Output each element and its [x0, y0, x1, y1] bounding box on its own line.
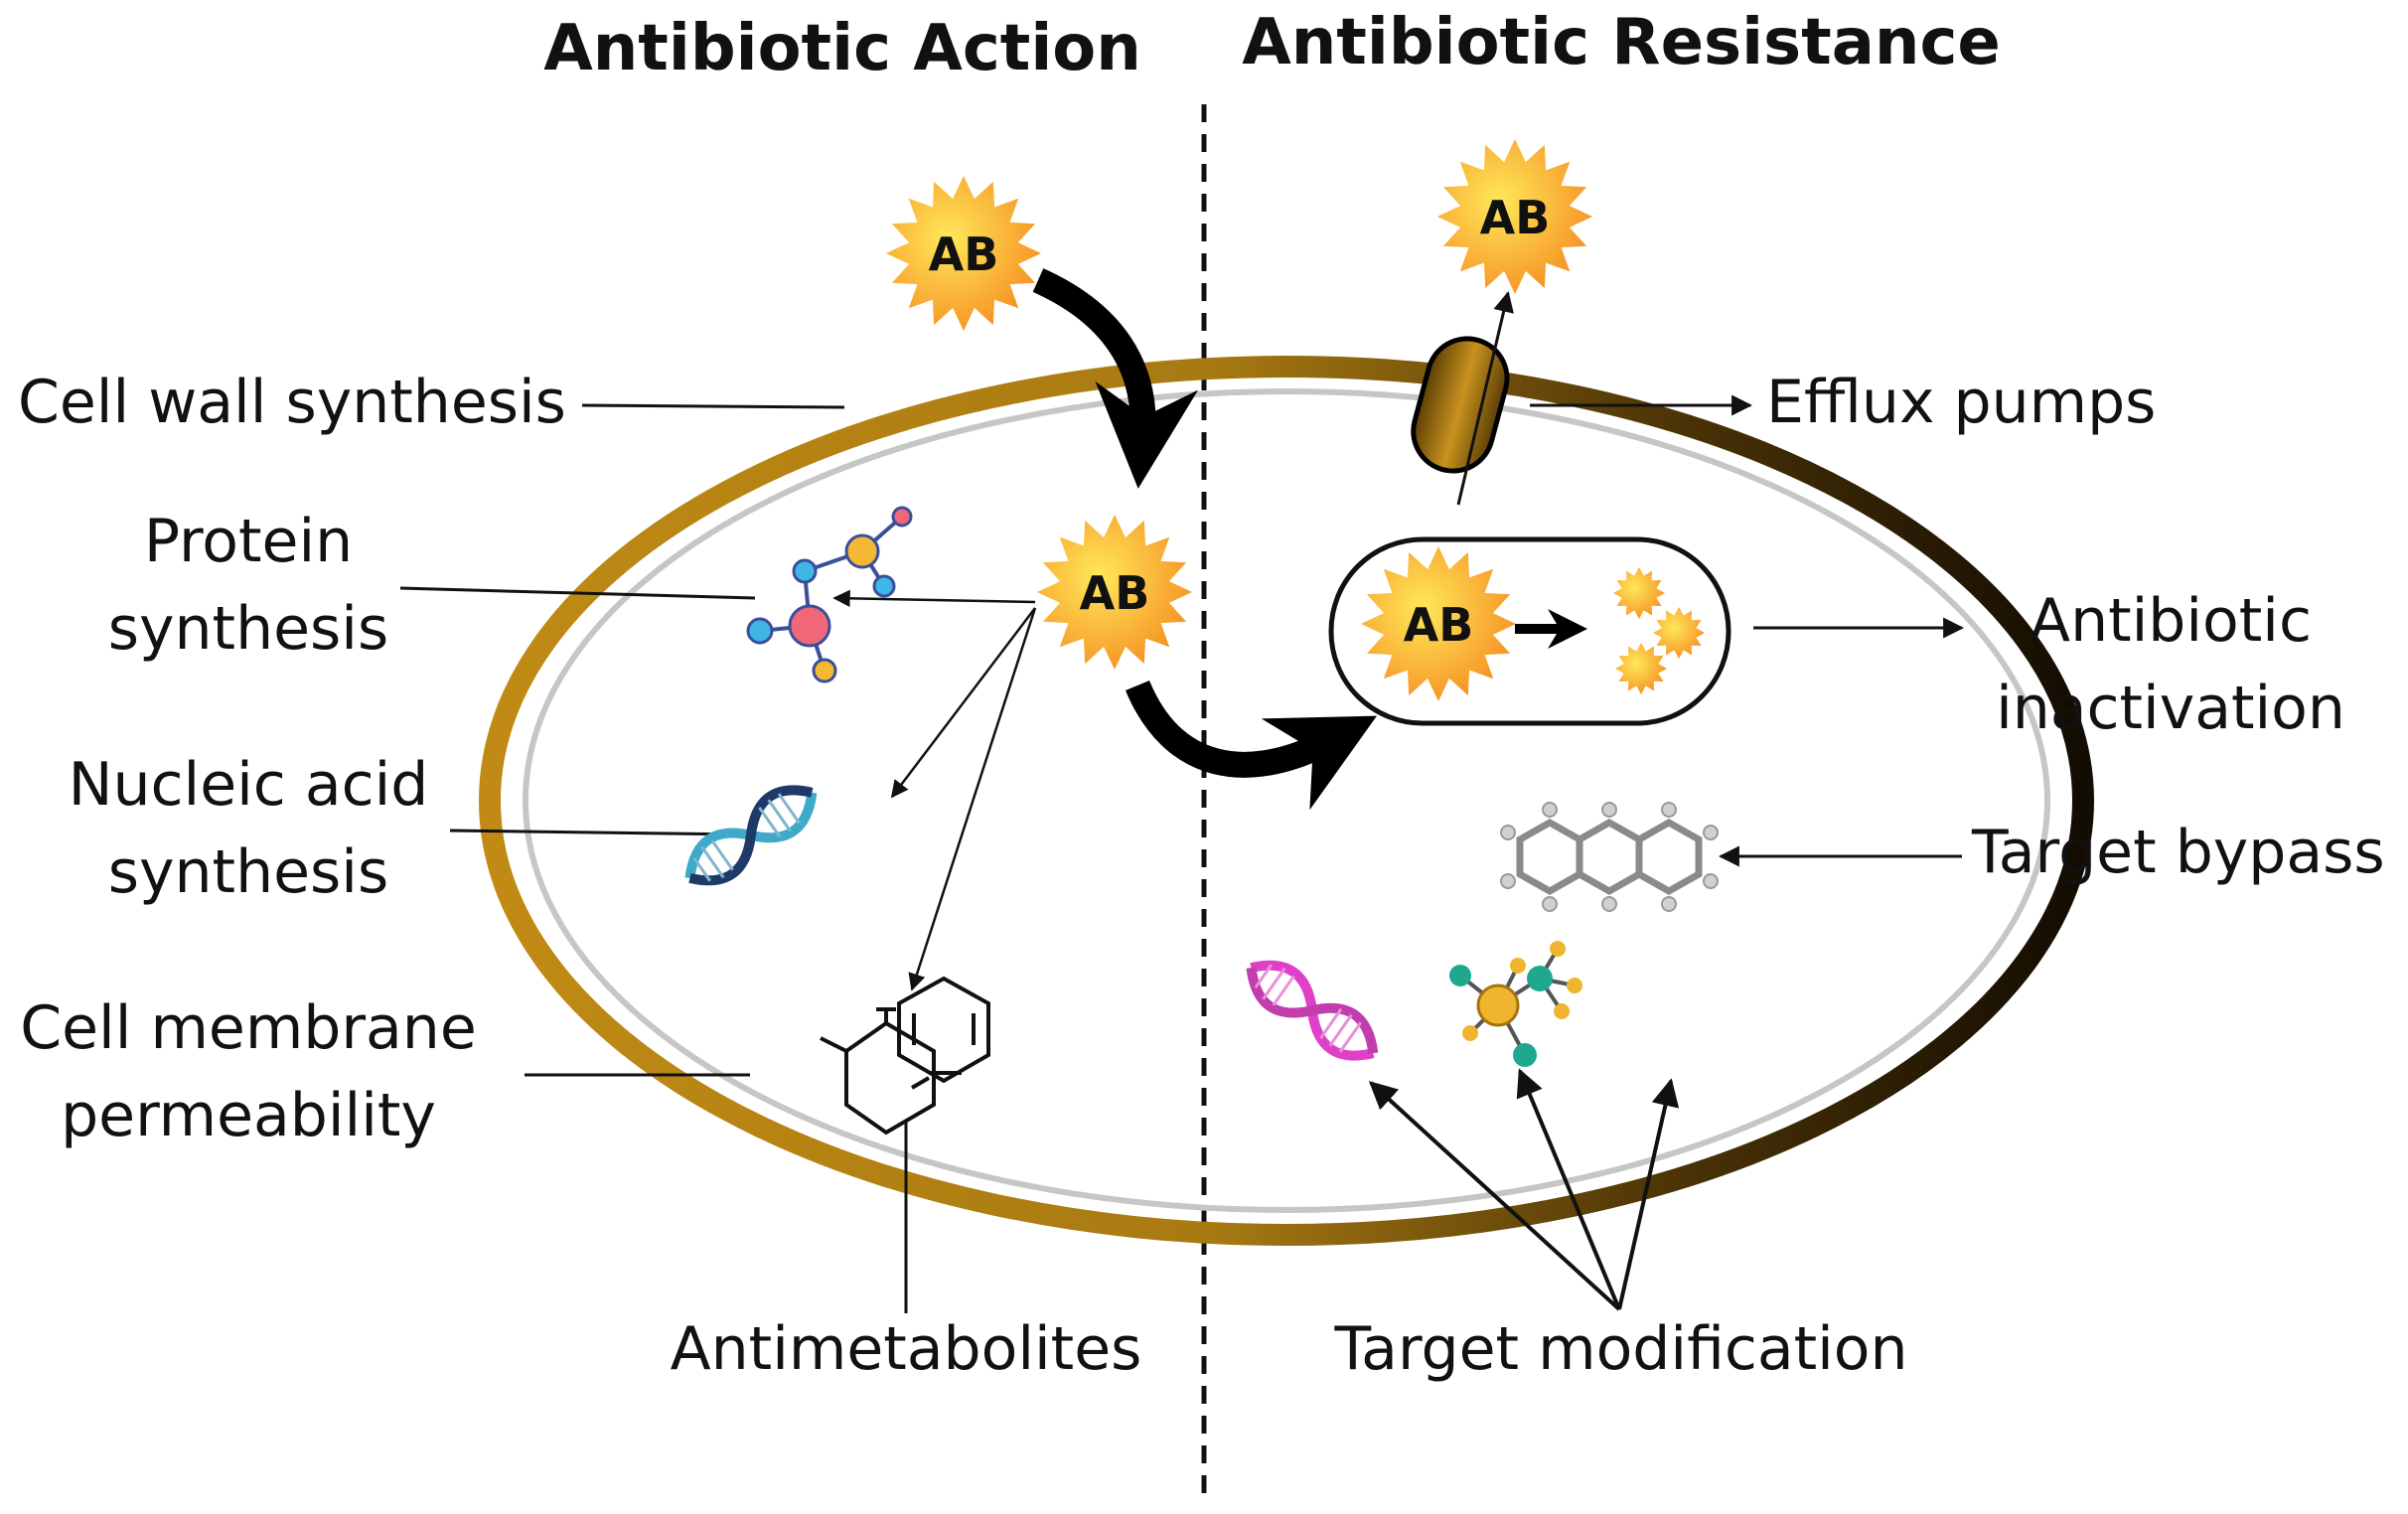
title-antibiotic-resistance: Antibiotic Resistance: [1242, 6, 2001, 79]
label-target-modification: Target modification: [1333, 1314, 1907, 1384]
label-protein-2: synthesis: [108, 594, 388, 664]
cell-membrane: [523, 388, 2050, 1213]
arrow-modification-dna: [1368, 1081, 1621, 1311]
arrow-to-antimetabolite-target: [908, 607, 1037, 991]
svg-text:AB: AB: [929, 227, 999, 281]
dna-icon: [684, 785, 818, 886]
fragment-sun-bursts: [1613, 567, 1705, 694]
label-protein-1: Protein: [144, 507, 353, 576]
label-membrane-1: Cell membrane: [20, 993, 477, 1063]
ab-sun-burst-exported: AB: [1437, 139, 1592, 294]
label-inactivation-1: Antibiotic: [2030, 586, 2312, 656]
svg-text:AB: AB: [1080, 566, 1150, 620]
arrow-to-nucleic-target: [890, 607, 1036, 799]
entry-curved-arrow: [1032, 268, 1199, 489]
svg-text:AB: AB: [1480, 191, 1551, 244]
efflux-pump-icon: [1411, 290, 1514, 506]
svg-text:AB: AB: [1404, 598, 1474, 652]
label-inactivation-2: inactivation: [1996, 674, 2345, 743]
arrow-modification-molecule: [1516, 1068, 1621, 1310]
pointer-nucleic: [449, 829, 746, 836]
label-target-bypass: Target bypass: [1971, 818, 2385, 887]
label-antimetabolites: Antimetabolites: [671, 1314, 1142, 1384]
label-efflux-pumps: Efflux pumps: [1766, 368, 2156, 437]
inactivation-curved-arrow: [1125, 680, 1377, 811]
ab-sun-burst-center: AB: [1037, 515, 1192, 670]
pointer-protein: [399, 586, 756, 600]
ab-sun-burst-inactivated: AB: [1361, 546, 1516, 701]
ab-sun-burst-top: AB: [886, 176, 1041, 331]
arrow-modification-wall: [1617, 1078, 1680, 1310]
label-membrane-2: permeability: [61, 1081, 436, 1150]
modified-molecule-icon: [1449, 941, 1582, 1067]
label-cell-wall-synthesis: Cell wall synthesis: [18, 368, 566, 437]
benzene-structure-icon: [820, 976, 990, 1136]
arrow-to-protein-target: [832, 589, 1036, 608]
pointer-cell-wall: [581, 403, 845, 409]
label-nucleic-2: synthesis: [108, 837, 388, 907]
dna-pink-icon: [1246, 960, 1379, 1061]
title-antibiotic-action: Antibiotic Action: [543, 12, 1141, 85]
molecule-icon: [746, 506, 913, 683]
label-nucleic-1: Nucleic acid: [69, 750, 429, 820]
cell-wall: [479, 356, 2094, 1246]
anthracene-icon: [1500, 802, 1719, 912]
